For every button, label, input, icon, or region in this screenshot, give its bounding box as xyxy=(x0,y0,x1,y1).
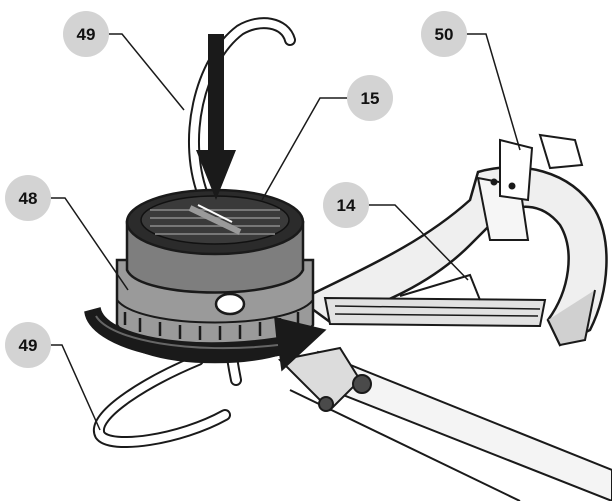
callout-label: 49 xyxy=(19,336,38,355)
callout-49-bottom: 49 xyxy=(5,322,51,368)
callout-14: 14 xyxy=(323,182,369,228)
drive-shaft xyxy=(277,346,612,501)
spool-cover xyxy=(125,188,305,294)
callout-label: 49 xyxy=(77,25,96,44)
callout-49-top: 49 xyxy=(63,11,109,57)
guard xyxy=(297,166,608,347)
line-cutter xyxy=(476,133,584,241)
callout-48: 48 xyxy=(5,175,51,221)
callout-label: 15 xyxy=(361,89,380,108)
callout-label: 50 xyxy=(435,25,454,44)
press-down-arrow xyxy=(196,34,236,200)
callout-15: 15 xyxy=(347,75,393,121)
callout-label: 14 xyxy=(337,196,356,215)
callout-label: 48 xyxy=(19,189,38,208)
callout-leaders xyxy=(50,33,521,431)
callout-50: 50 xyxy=(421,11,467,57)
rotate-arrow xyxy=(84,307,327,372)
